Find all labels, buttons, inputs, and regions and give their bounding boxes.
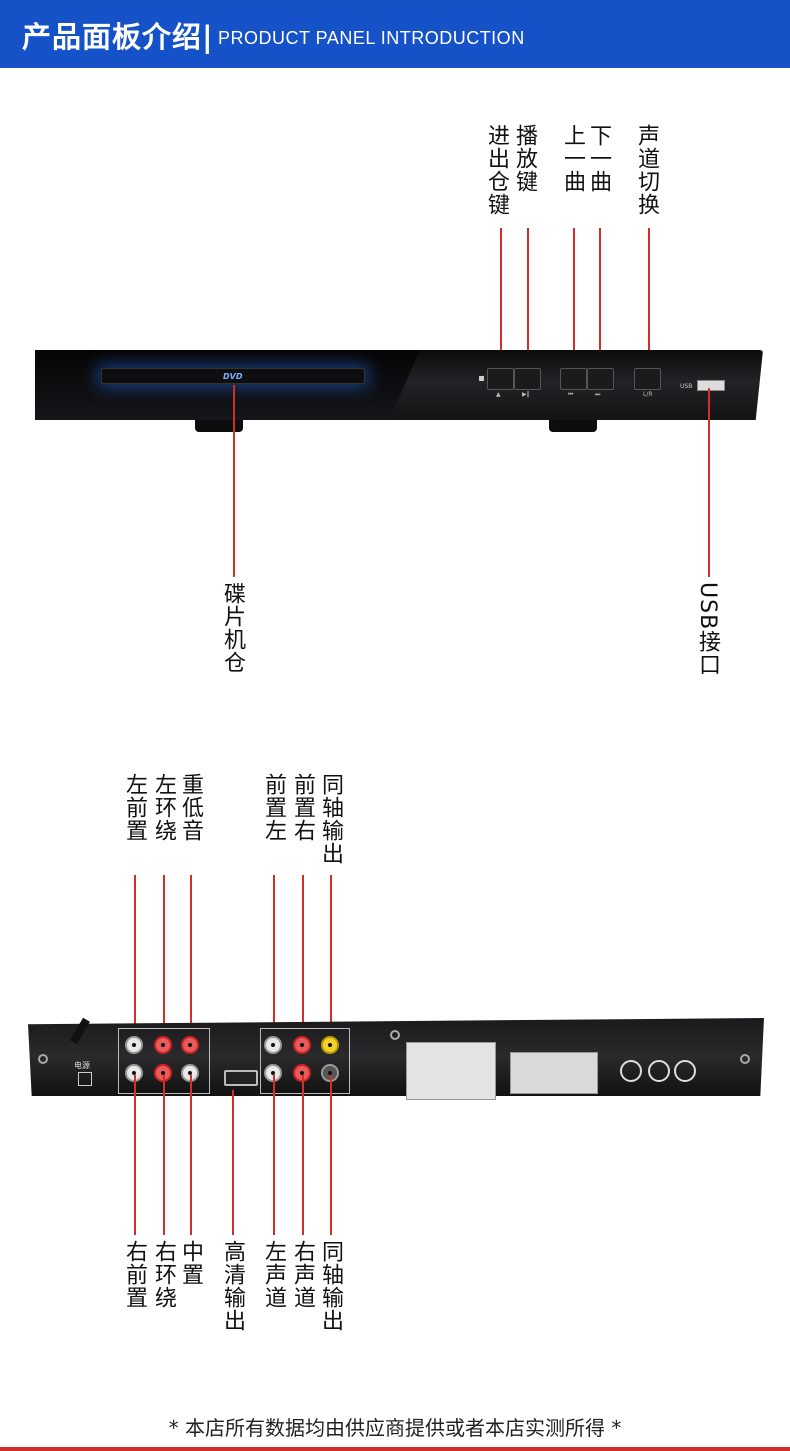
label-disc-tray: 碟片机仓 bbox=[220, 582, 245, 674]
ccc-icon bbox=[674, 1060, 696, 1082]
dvd-logo: DVD bbox=[223, 372, 243, 381]
screw bbox=[740, 1054, 750, 1064]
label-left-channel: 左声道 bbox=[261, 1240, 286, 1309]
power-mark: 电源 bbox=[74, 1061, 90, 1070]
no-disassemble-icon bbox=[648, 1060, 670, 1082]
leader-line-surround-left bbox=[163, 875, 165, 1038]
page-header: 产品面板介绍| PRODUCT PANEL INTRODUCTION bbox=[0, 0, 790, 68]
power-switch[interactable] bbox=[78, 1072, 92, 1086]
leader-line-audio-channel bbox=[648, 228, 650, 370]
device-foot-right bbox=[549, 420, 597, 432]
label-audio-channel-switch: 声道切换 bbox=[634, 124, 659, 216]
leader-line-disc-tray bbox=[233, 385, 235, 577]
label-right-channel: 右声道 bbox=[290, 1240, 315, 1309]
screw bbox=[38, 1054, 48, 1064]
leader-line-coaxial-top bbox=[330, 875, 332, 1038]
prev-track-button[interactable] bbox=[560, 368, 587, 390]
eject-icon: ▲ bbox=[496, 391, 501, 398]
leader-line-next bbox=[599, 228, 601, 370]
device-foot-left bbox=[195, 420, 243, 432]
leader-line-front-left-b bbox=[273, 875, 275, 1038]
header-title-cn: 产品面板介绍| bbox=[22, 20, 214, 54]
rca-coaxial-top[interactable] bbox=[321, 1036, 339, 1054]
header-title-en: PRODUCT PANEL INTRODUCTION bbox=[218, 28, 525, 48]
leader-line-front-right bbox=[134, 1075, 136, 1235]
play-button[interactable] bbox=[514, 368, 541, 390]
leader-line-left-channel bbox=[273, 1075, 275, 1235]
leader-line-center bbox=[190, 1075, 192, 1235]
next-track-button[interactable] bbox=[587, 368, 614, 390]
screw bbox=[390, 1030, 400, 1040]
front-panel-glass bbox=[35, 350, 420, 420]
warning-label bbox=[510, 1052, 598, 1094]
label-surround-left: 左环绕 bbox=[151, 773, 176, 842]
rca-surround-left[interactable] bbox=[154, 1036, 172, 1054]
skip-forward-icon: ⏭ bbox=[595, 391, 601, 398]
certification-icon bbox=[620, 1060, 642, 1082]
footer-divider bbox=[0, 1447, 790, 1451]
leader-line-surround-right bbox=[163, 1075, 165, 1235]
leader-line-hdmi bbox=[232, 1090, 234, 1235]
leader-line-subwoofer bbox=[190, 875, 192, 1038]
hdmi-port[interactable] bbox=[224, 1070, 258, 1086]
rca-front-left[interactable] bbox=[125, 1036, 143, 1054]
leader-line-prev bbox=[573, 228, 575, 370]
usb-mark: USB bbox=[680, 383, 693, 390]
label-surround-right: 右环绕 bbox=[151, 1240, 176, 1309]
disc-tray-slot bbox=[101, 368, 365, 384]
play-pause-icon: ▶‖ bbox=[522, 391, 530, 398]
skip-back-icon: ⏮ bbox=[568, 391, 574, 398]
leader-line-eject bbox=[500, 228, 502, 370]
rca-subwoofer[interactable] bbox=[181, 1036, 199, 1054]
spec-label-plate bbox=[406, 1042, 496, 1100]
label-usb-port: USB接口 bbox=[695, 582, 720, 677]
rca-front-right-b[interactable] bbox=[293, 1036, 311, 1054]
label-subwoofer: 重低音 bbox=[178, 773, 203, 842]
label-front-right: 右前置 bbox=[122, 1240, 147, 1309]
stereo-coaxial-group bbox=[260, 1028, 350, 1094]
label-eject-key: 进出仓键 bbox=[484, 124, 509, 216]
leader-line-front-left-top bbox=[134, 875, 136, 1038]
label-coaxial-top: 同轴输出 bbox=[318, 773, 343, 865]
label-front-left-b: 前置左 bbox=[261, 773, 286, 842]
label-next-track: 下一曲 bbox=[586, 124, 611, 193]
rear-panel-device: 电源 bbox=[28, 1017, 764, 1100]
label-hdmi-output: 高清输出 bbox=[220, 1240, 245, 1332]
audio-channel-button[interactable] bbox=[634, 368, 661, 390]
footer-note: * 本店所有数据均由供应商提供或者本店实测所得 * bbox=[168, 1416, 622, 1440]
indicator-led bbox=[479, 376, 484, 381]
front-panel-device: DVD ▲ ▶‖ ⏮ ⏭ L/R USB bbox=[35, 350, 763, 432]
rca-front-left-b[interactable] bbox=[264, 1036, 282, 1054]
leader-line-right-channel bbox=[302, 1075, 304, 1235]
eject-button[interactable] bbox=[487, 368, 514, 390]
label-center: 中置 bbox=[178, 1240, 203, 1286]
label-front-left-top: 左前置 bbox=[122, 773, 147, 842]
label-front-right-b: 前置右 bbox=[290, 773, 315, 842]
leader-line-usb bbox=[708, 388, 710, 577]
leader-line-play bbox=[527, 228, 529, 370]
leader-line-coaxial-bottom bbox=[330, 1075, 332, 1235]
usb-port[interactable] bbox=[697, 380, 725, 391]
label-prev-track: 上一曲 bbox=[560, 124, 585, 193]
label-coaxial-bottom: 同轴输出 bbox=[318, 1240, 343, 1332]
label-play-key: 播放键 bbox=[512, 124, 537, 193]
leader-line-front-right-b bbox=[302, 875, 304, 1038]
lr-mark: L/R bbox=[643, 391, 653, 398]
